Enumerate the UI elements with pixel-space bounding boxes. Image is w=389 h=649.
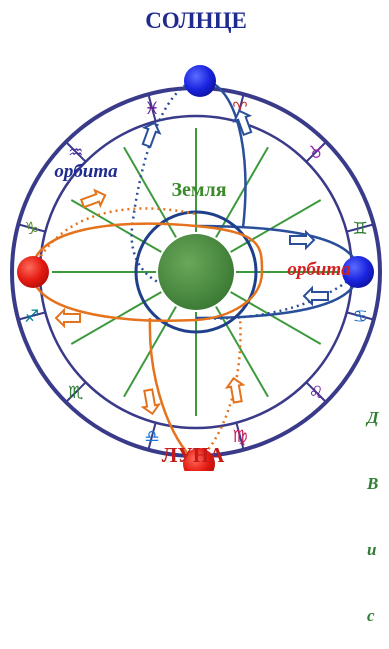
moon-title: ЛУНА bbox=[162, 443, 225, 467]
earth-body bbox=[158, 234, 234, 310]
arrow-icon bbox=[304, 288, 328, 304]
side-note-line: и bbox=[367, 539, 389, 561]
earth-label: Земля bbox=[171, 179, 226, 201]
side-note-line: Д bbox=[367, 407, 389, 429]
zodiac-sign: ♋ bbox=[353, 307, 368, 327]
solar-lunar-diagram: ♓♈♉♊♋♌♍♎♏♐♑♒ bbox=[0, 0, 389, 471]
zodiac-sign: ♒ bbox=[68, 143, 83, 163]
zodiac-sign: ♎ bbox=[144, 427, 159, 447]
side-note: Д В и с bbox=[367, 363, 389, 649]
zodiac-sign: ♑ bbox=[24, 219, 39, 239]
zodiac-sign: ♍ bbox=[232, 427, 247, 447]
arrow-icon bbox=[56, 310, 80, 326]
zodiac-sign: ♉ bbox=[309, 143, 324, 163]
sun-title: СОЛНЦЕ bbox=[145, 8, 247, 33]
orbit-label-left: орбита bbox=[54, 161, 118, 182]
zodiac-sign: ♌ bbox=[309, 383, 324, 403]
side-note-line: В bbox=[367, 473, 389, 495]
side-note-line: с bbox=[367, 605, 389, 627]
arrow-icon bbox=[226, 377, 246, 403]
zodiac-sign: ♓ bbox=[144, 99, 159, 119]
moon-body-left bbox=[17, 256, 49, 288]
zodiac-sign: ♊ bbox=[353, 219, 368, 239]
arrow-icon bbox=[140, 389, 160, 415]
orbit-label-right: орбита bbox=[287, 259, 351, 280]
arrow-icon bbox=[80, 188, 108, 211]
zodiac-sign: ♐ bbox=[24, 307, 39, 327]
zodiac-sign: ♏ bbox=[68, 383, 83, 403]
sun-body-top bbox=[184, 65, 216, 97]
